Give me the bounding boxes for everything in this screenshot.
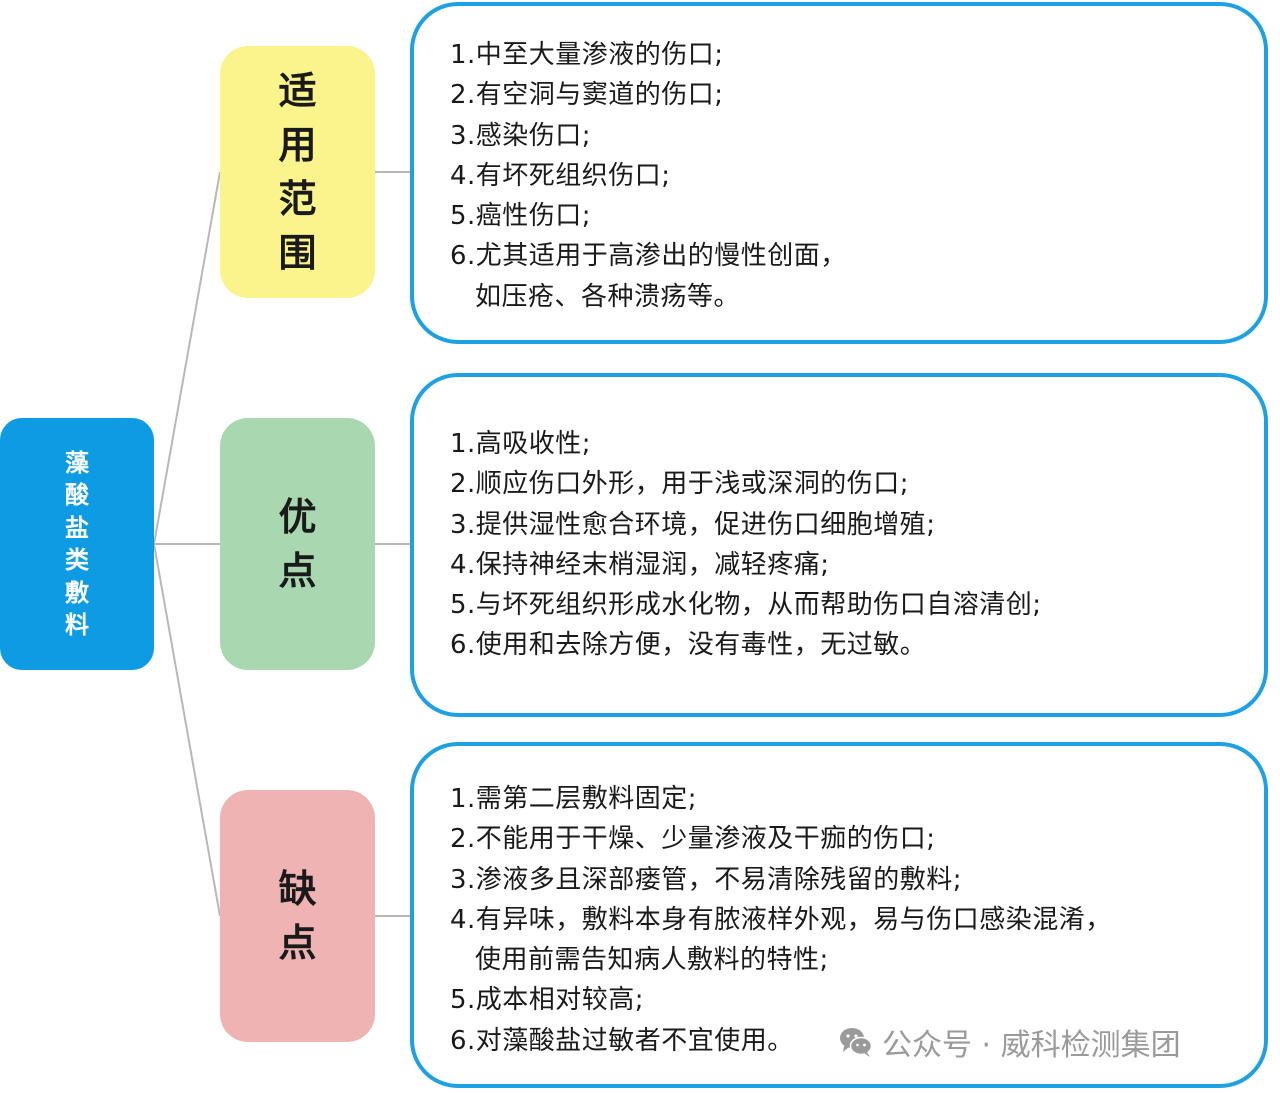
list-item: 4.保持神经末梢湿润，减轻疼痛; <box>450 545 1244 585</box>
wechat-icon <box>840 1028 873 1057</box>
detail-box-scope: 1.中至大量渗液的伤口; 2.有空洞与窦道的伤口; 3.感染伤口; 4.有坏死组… <box>410 2 1268 344</box>
item-text: 3.感染伤口; <box>450 120 592 151</box>
item-text: 5.与坏死组织形成水化物，从而帮助伤口自溶清创; <box>450 590 1042 621</box>
item-text: 6.使用和去除方便，没有毒性，无过敏。 <box>450 630 927 661</box>
list-item: 5.癌性伤口; <box>450 196 1244 236</box>
item-text: 6.尤其适用于高渗出的慢性创面， <box>450 241 847 272</box>
item-text: 3.提供湿性愈合环境，促进伤口细胞增殖; <box>450 509 936 540</box>
item-text: 4.保持神经末梢湿润，减轻疼痛; <box>450 549 830 580</box>
watermark-text: 公众号 · 威科检测集团 <box>882 1028 1181 1063</box>
branch-node-scope: 适用范围 <box>220 46 375 298</box>
item-text: 6.对藻酸盐过敏者不宜使用。 <box>450 1025 794 1056</box>
item-text: 1.高吸收性; <box>450 429 592 459</box>
list-item: 3.感染伤口; <box>450 116 1244 156</box>
list-item: 6.尤其适用于高渗出的慢性创面， 如压疮、各种溃疡等。 <box>450 236 1244 317</box>
list-item: 6.对藻酸盐过敏者不宜使用。 <box>450 1021 1244 1061</box>
item-text: 2.有空洞与窦道的伤口; <box>450 80 724 111</box>
list-item: 4.有坏死组织伤口; <box>450 156 1244 196</box>
item-text: 2.顺应伤口外形，用于浅或深洞的伤口; <box>450 469 910 500</box>
branch-label-advantages: 优点 <box>278 495 317 593</box>
item-text: 1.需第二层敷料固定; <box>450 784 698 814</box>
list-item: 2.有空洞与窦道的伤口; <box>450 75 1244 115</box>
list-item: 3.提供湿性愈合环境，促进伤口细胞增殖; <box>450 505 1244 545</box>
item-text: 4.有坏死组织伤口; <box>450 160 671 191</box>
item-text: 5.成本相对较高; <box>450 985 645 1016</box>
detail-list-scope: 1.中至大量渗液的伤口; 2.有空洞与窦道的伤口; 3.感染伤口; 4.有坏死组… <box>450 35 1244 317</box>
connector-root-to-branch-0 <box>153 171 221 545</box>
list-item: 5.成本相对较高; <box>450 980 1244 1020</box>
item-text: 2.不能用于干燥、少量渗液及干痂的伤口; <box>450 824 936 855</box>
watermark: 公众号 · 威科检测集团 <box>838 1022 1181 1063</box>
item-continuation: 使用前需告知病人敷料的特性; <box>475 945 829 976</box>
detail-box-disadvantages: 1.需第二层敷料固定; 2.不能用于干燥、少量渗液及干痂的伤口; 3.渗液多且深… <box>410 742 1268 1088</box>
branch-node-disadvantages: 缺点 <box>220 790 375 1042</box>
detail-list-advantages: 1.高吸收性; 2.顺应伤口外形，用于浅或深洞的伤口; 3.提供湿性愈合环境，促… <box>450 424 1244 666</box>
list-item: 2.不能用于干燥、少量渗液及干痂的伤口; <box>450 819 1244 859</box>
list-item: 1.高吸收性; <box>450 424 1244 464</box>
list-item: 4.有异味，敷料本身有脓液样外观，易与伤口感染混淆， 使用前需告知病人敷料的特性; <box>450 900 1244 981</box>
root-label: 藻酸盐类敷料 <box>65 448 89 640</box>
root-node: 藻酸盐类敷料 <box>0 418 154 670</box>
detail-box-advantages: 1.高吸收性; 2.顺应伤口外形，用于浅或深洞的伤口; 3.提供湿性愈合环境，促… <box>410 373 1268 717</box>
item-text: 5.癌性伤口; <box>450 201 592 232</box>
list-item: 6.使用和去除方便，没有毒性，无过敏。 <box>450 625 1244 665</box>
branch-label-disadvantages: 缺点 <box>278 867 317 965</box>
item-text: 4.有异味，敷料本身有脓液样外观，易与伤口感染混淆， <box>450 904 1112 935</box>
detail-list-disadvantages: 1.需第二层敷料固定; 2.不能用于干燥、少量渗液及干痂的伤口; 3.渗液多且深… <box>450 779 1244 1061</box>
branch-label-scope: 适用范围 <box>278 69 317 275</box>
list-item: 1.需第二层敷料固定; <box>450 779 1244 819</box>
item-text: 1.中至大量渗液的伤口; <box>450 40 724 70</box>
item-continuation: 如压疮、各种溃疡等。 <box>475 281 741 312</box>
item-text: 3.渗液多且深部瘘管，不易清除残留的敷料; <box>450 864 963 895</box>
connector-root-to-branch-2 <box>153 543 221 917</box>
list-item: 1.中至大量渗液的伤口; <box>450 35 1244 75</box>
list-item: 2.顺应伤口外形，用于浅或深洞的伤口; <box>450 464 1244 504</box>
branch-node-advantages: 优点 <box>220 418 375 670</box>
list-item: 5.与坏死组织形成水化物，从而帮助伤口自溶清创; <box>450 585 1244 625</box>
list-item: 3.渗液多且深部瘘管，不易清除残留的敷料; <box>450 860 1244 900</box>
